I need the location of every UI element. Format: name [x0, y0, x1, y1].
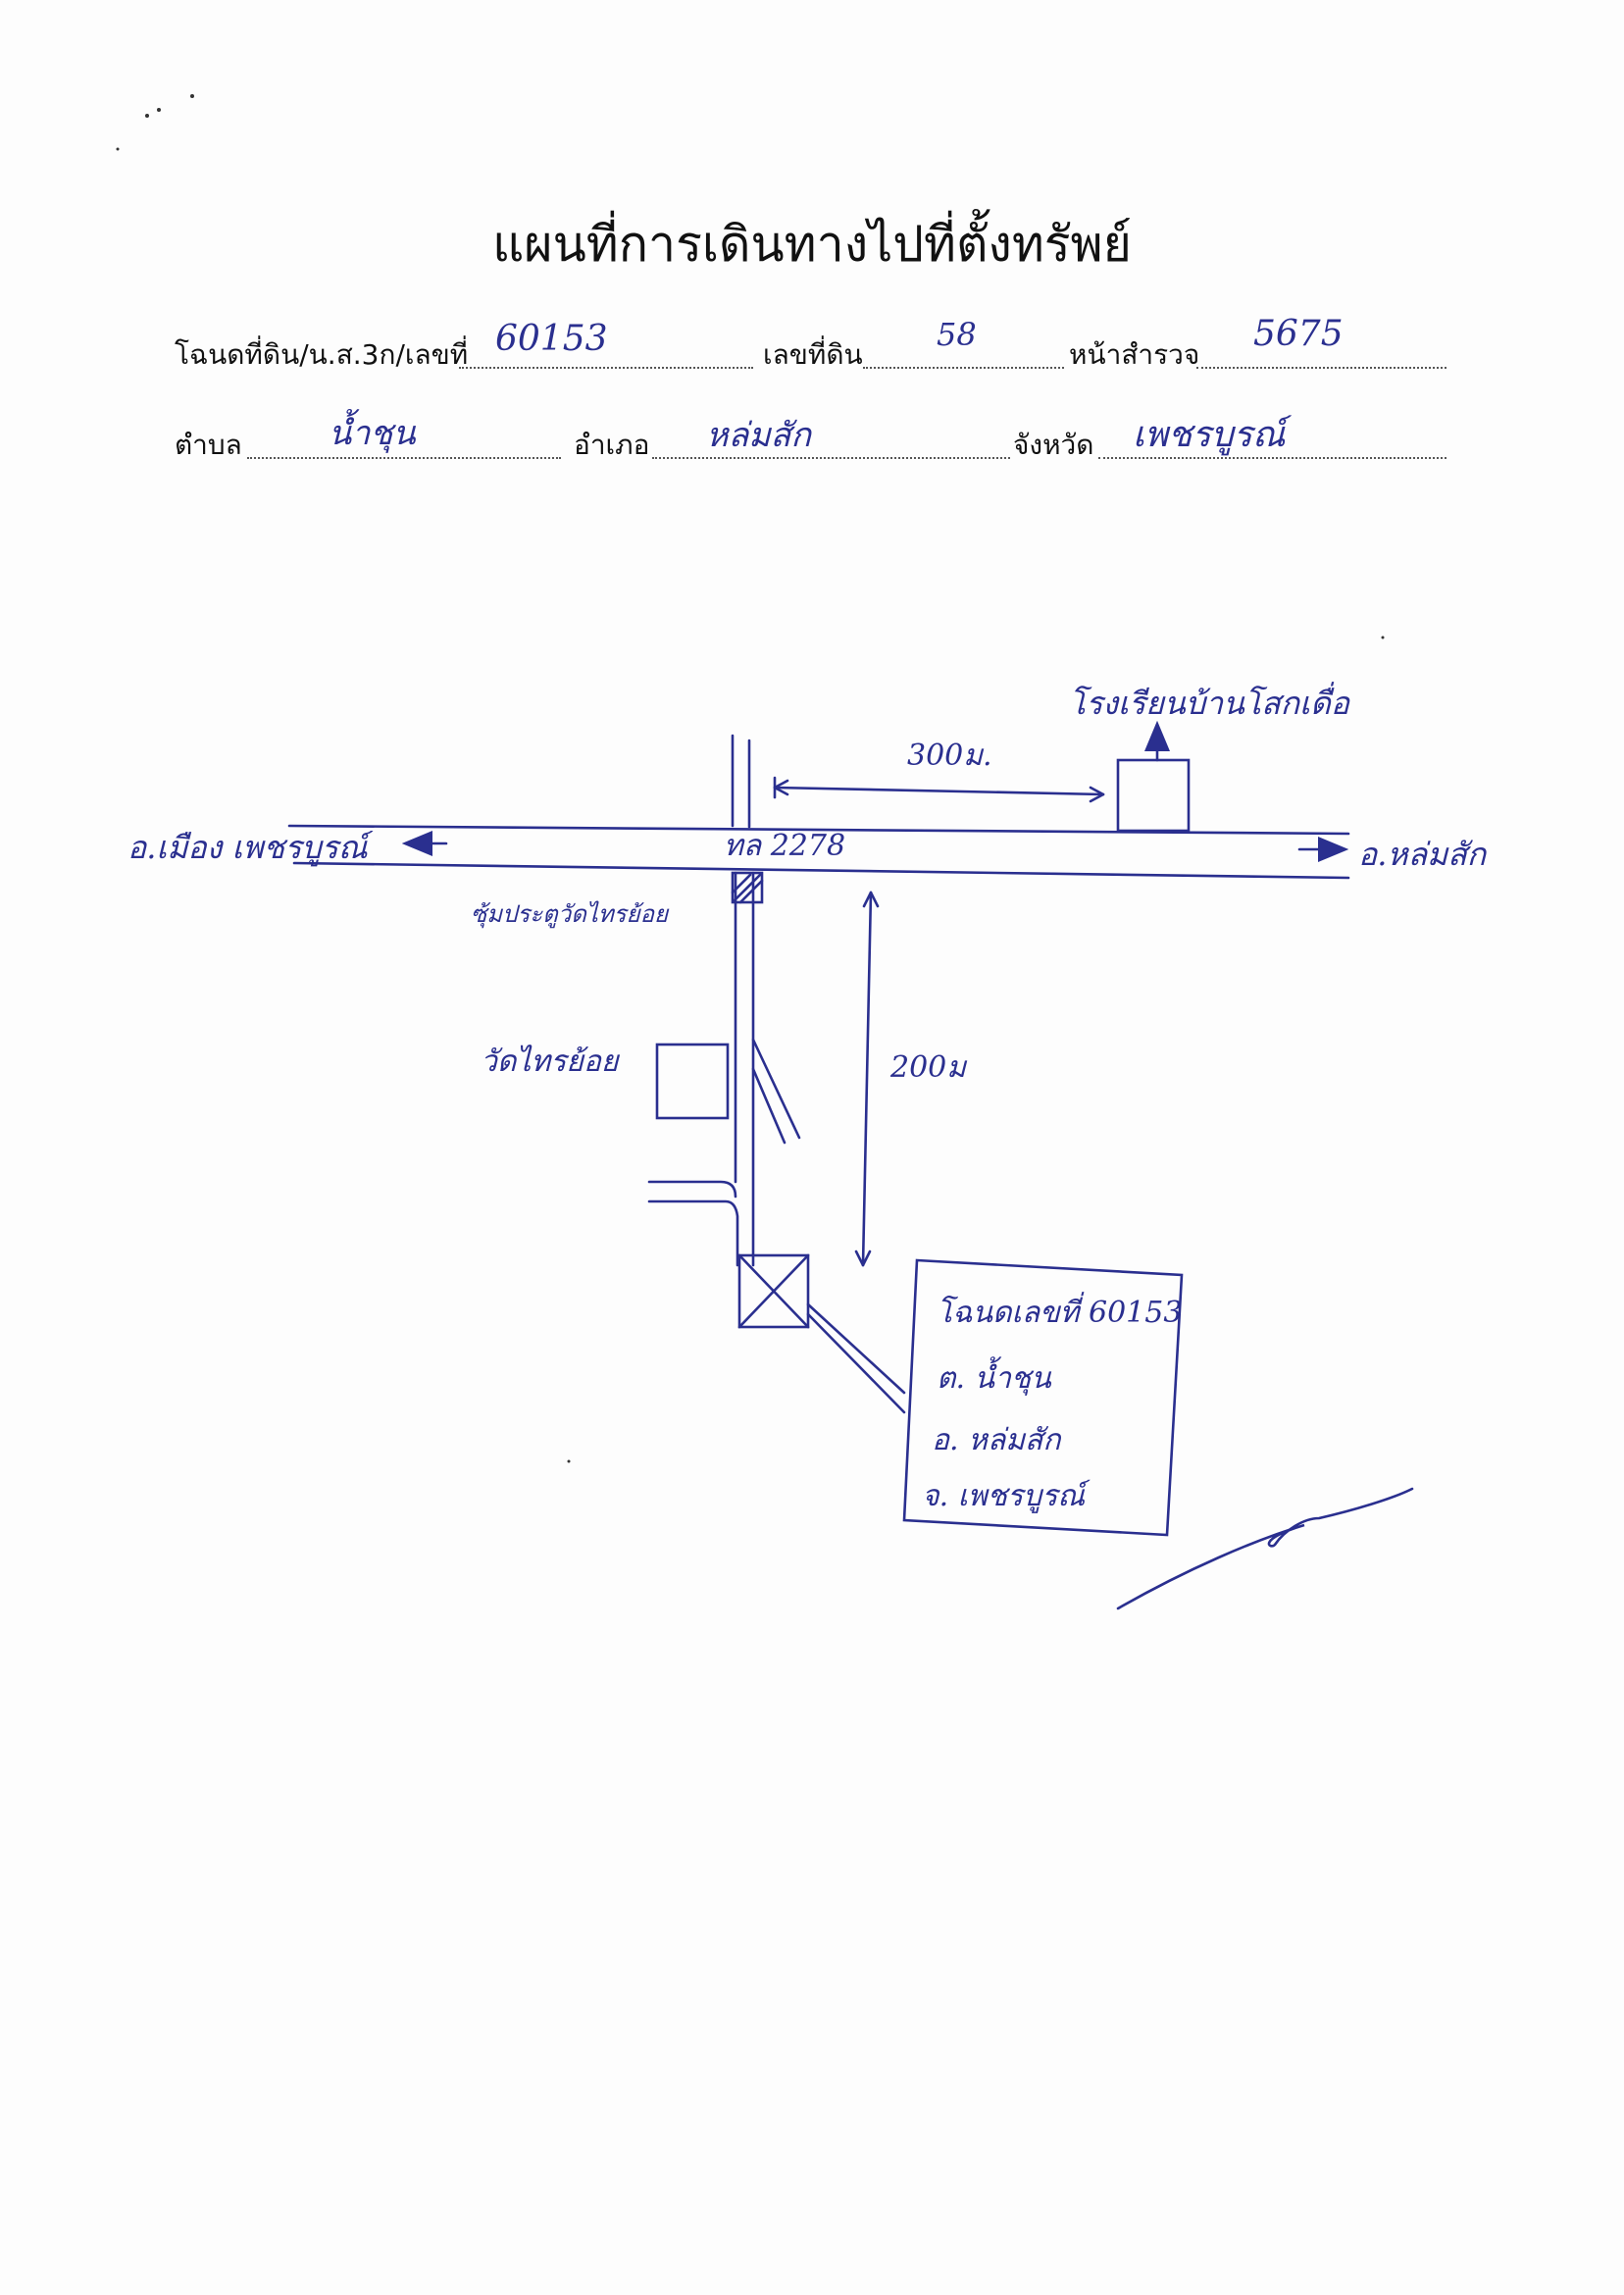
- highway-bottom-edge: [292, 861, 1350, 880]
- label-temple: วัดไทรย้อย: [481, 1045, 621, 1079]
- callout-leader-1: [806, 1302, 906, 1395]
- callout-line-2: ต. น้ำชุน: [937, 1356, 1052, 1396]
- land-no-dotted-line: [863, 367, 1064, 369]
- land-no-label: เลขที่ดิน: [763, 338, 863, 371]
- survey-page-label: หน้าสำรวจ: [1069, 338, 1200, 371]
- subdistrict-value: น้ำชุน: [329, 414, 416, 453]
- paper-specks: [116, 94, 1385, 1463]
- callout-line-4: จ. เพชรบูรณ์: [922, 1479, 1091, 1513]
- subdistrict-label: ตำบล: [175, 429, 242, 461]
- signature-mark: [1116, 1487, 1414, 1610]
- distance-arrow-vertical: [861, 891, 873, 1267]
- school-building: [1116, 758, 1191, 833]
- province-label: จังหวัด: [1013, 429, 1094, 461]
- land-no-value: 58: [937, 316, 977, 353]
- label-right-direction: อ.หล่มสัก: [1358, 836, 1488, 873]
- page-title: แผนที่การเดินทางไปที่ตั้งทรัพย์: [492, 216, 1132, 273]
- district-value: หล่มสัก: [706, 416, 811, 455]
- district-dotted-line: [652, 457, 1010, 459]
- label-distance-vertical: 200ม: [889, 1050, 968, 1085]
- highway-top-edge: [287, 824, 1350, 836]
- callout-line-3: อ. หล่มสัก: [932, 1423, 1062, 1457]
- callout-line-1: โฉนดเลขที่ 60153: [937, 1292, 1182, 1330]
- property-plot: [737, 1253, 810, 1329]
- deed-value: 60153: [495, 319, 608, 359]
- distance-arrow-horizontal: [773, 786, 1105, 796]
- callout-box: [902, 1258, 1184, 1537]
- temple-building: [655, 1043, 730, 1120]
- province-value: เพชรบูรณ์: [1133, 415, 1286, 455]
- temple-gate-mark: [731, 871, 764, 904]
- west-road-bottom-edge: [647, 1199, 739, 1267]
- label-distance-horizontal: 300ม.: [907, 739, 992, 773]
- branch-road-1: [751, 1038, 801, 1140]
- deed-label: โฉนดที่ดิน/น.ส.3ก/เลขที่: [175, 338, 469, 371]
- deed-dotted-line: [459, 367, 753, 369]
- label-left-direction: อ.เมือง เพชรบูรณ์: [127, 829, 374, 867]
- label-highway: ทล 2278: [724, 829, 845, 863]
- subdistrict-dotted-line: [247, 457, 561, 459]
- survey-page-value: 5675: [1253, 314, 1344, 354]
- province-dotted-line: [1098, 457, 1446, 459]
- district-label: อำเภอ: [574, 429, 650, 461]
- survey-page-dotted-line: [1196, 367, 1446, 369]
- west-road-top-edge: [647, 1180, 737, 1198]
- branch-road-2: [751, 1067, 787, 1145]
- callout-leader-2: [806, 1312, 906, 1414]
- label-school: โรงเรียนบ้านโสกเดื่อ: [1069, 682, 1351, 722]
- label-temple-gate: ซุ้มประตูวัดไทรย้อย: [471, 900, 670, 929]
